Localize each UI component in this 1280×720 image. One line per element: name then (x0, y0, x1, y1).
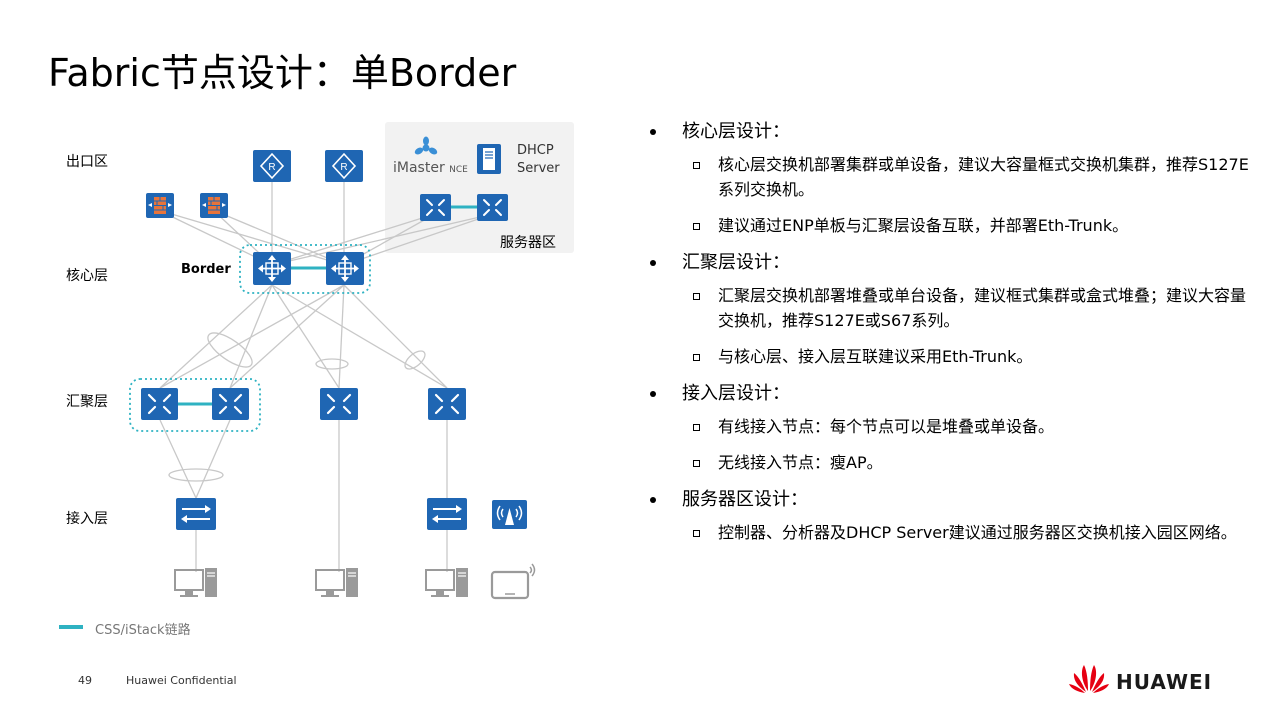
section-aggregation: 汇聚层设计： 汇聚层交换机部署堆叠或单台设备，建议框式集群或盒式堆叠；建议大容量… (650, 249, 1250, 369)
link-lines (129, 182, 494, 572)
aggregation-switch-icon (141, 388, 178, 420)
huawei-logo-icon (1069, 665, 1109, 693)
pc-terminal-icon (425, 568, 468, 597)
zone-label-aggregation: 汇聚层 (66, 394, 108, 410)
zone-label-exit: 出口区 (66, 154, 108, 170)
section-item: 与核心层、接入层互联建议采用Eth-Trunk。 (650, 344, 1250, 369)
page-title: Fabric节点设计：单Border (48, 51, 517, 95)
design-notes: 核心层设计： 核心层交换机部署集群或单设备，建议大容量框式交换机集群，推荐S12… (650, 118, 1250, 556)
imaster-sub-text: NCE (449, 165, 468, 175)
zone-label-core: 核心层 (66, 268, 108, 284)
router-icon: R (325, 150, 363, 182)
imaster-main-text: iMaster (393, 160, 445, 176)
firewall-icon (200, 193, 228, 218)
dhcp-server-label: DHCP Server (517, 142, 560, 178)
aggregation-switch-icon (320, 388, 358, 420)
pc-terminal-icon (174, 568, 217, 597)
section-item: 汇聚层交换机部署堆叠或单台设备，建议框式集群或盒式堆叠；建议大容量交换机，推荐S… (650, 283, 1250, 333)
pc-terminal-icon (315, 568, 358, 597)
section-heading: 汇聚层设计： (650, 249, 1250, 283)
core-switch-icon (253, 252, 291, 285)
access-switch-icon (176, 498, 216, 530)
access-point-icon (492, 500, 527, 529)
section-item: 控制器、分析器及DHCP Server建议通过服务器区交换机接入园区网络。 (650, 520, 1250, 545)
core-switch-icon (326, 252, 364, 285)
huawei-logo-text: HUAWEI (1116, 670, 1213, 694)
section-server-zone: 服务器区设计： 控制器、分析器及DHCP Server建议通过服务器区交换机接入… (650, 486, 1250, 545)
section-item: 无线接入节点：瘦AP。 (650, 450, 1250, 475)
wireless-laptop-icon (490, 563, 536, 600)
section-heading: 核心层设计： (650, 118, 1250, 152)
server-zone-label: 服务器区 (500, 235, 556, 251)
dhcp-label-line1: DHCP (517, 143, 554, 158)
section-heading: 接入层设计： (650, 380, 1250, 414)
aggregation-switch-icon (428, 388, 466, 420)
router-icon: R (253, 150, 291, 182)
legend-label: CSS/iStack链路 (95, 623, 191, 638)
network-diagram: 出口区 核心层 汇聚层 接入层 Border R R iMaster NCE D… (0, 0, 620, 720)
section-core: 核心层设计： 核心层交换机部署集群或单设备，建议大容量框式交换机集群，推荐S12… (650, 118, 1250, 238)
access-switch-icon (427, 498, 467, 530)
imaster-nce-logo-icon (414, 136, 438, 155)
section-heading: 服务器区设计： (650, 486, 1250, 520)
server-zone-switch-icon (420, 194, 451, 221)
section-item: 有线接入节点：每个节点可以是堆叠或单设备。 (650, 414, 1250, 439)
aggregation-switch-icon (212, 388, 249, 420)
dhcp-server-icon (477, 144, 501, 174)
svg-text:R: R (340, 162, 347, 173)
server-zone-switch-icon (477, 194, 508, 221)
imaster-nce-label: iMaster NCE (393, 160, 468, 176)
dhcp-label-line2: Server (517, 161, 560, 176)
section-access: 接入层设计： 有线接入节点：每个节点可以是堆叠或单设备。 无线接入节点：瘦AP。 (650, 380, 1250, 475)
section-item: 建议通过ENP单板与汇聚层设备互联，并部署Eth-Trunk。 (650, 213, 1250, 238)
page-number: 49 (78, 674, 92, 687)
border-label: Border (181, 262, 231, 277)
svg-text:R: R (268, 162, 275, 173)
firewall-icon (146, 193, 174, 218)
section-item: 核心层交换机部署集群或单设备，建议大容量框式交换机集群，推荐S127E系列交换机… (650, 152, 1250, 202)
zone-label-access: 接入层 (66, 511, 108, 527)
confidential-label: Huawei Confidential (126, 674, 237, 687)
legend-swatch (59, 625, 83, 629)
